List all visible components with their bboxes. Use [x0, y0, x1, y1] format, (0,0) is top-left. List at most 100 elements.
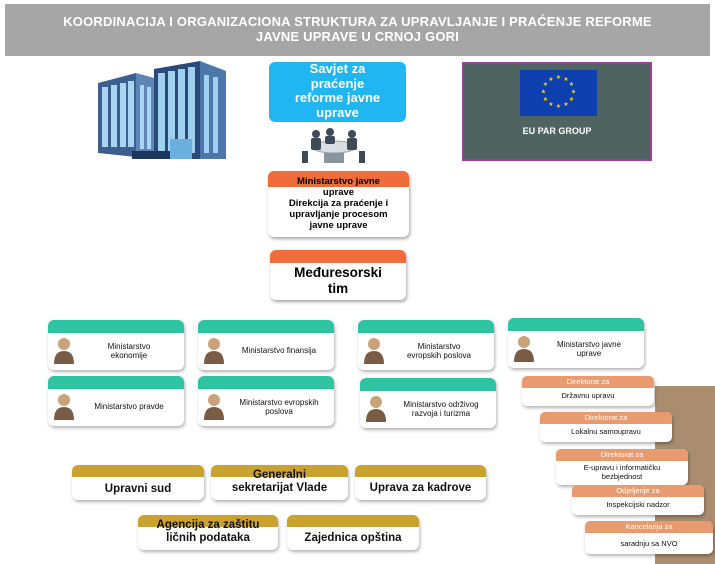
svg-text:★: ★ [569, 96, 574, 103]
sub-unit-lokalna-samouprava: Direktorat za Lokalnu samoupravu [540, 412, 672, 442]
ministarstvo-line-1: Ministarstvo javne [297, 176, 380, 187]
agencija-box: Agencija za zaštitu ličnih podataka [138, 515, 278, 550]
sub-unit-label-l1: E-upravu i informatičku [583, 463, 661, 472]
sub-unit-inspekcijski-nadzor: Odjeljenje za Inspekcijski nadzor [572, 485, 704, 515]
eu-flag-icon: ★ ★ ★ ★ ★ ★ ★ ★ ★ ★ ★ ★ [520, 70, 597, 116]
ministry-card-finansija: Ministarstvo finansija [198, 320, 334, 370]
sub-unit-header: Direktorat za [540, 412, 672, 424]
zajednica-opstina-box: Zajednica opština [287, 515, 419, 550]
ministarstvo-direkcija-text: Ministarstvo javne uprave Direkcija za p… [268, 176, 409, 231]
ministry-label-l1: Ministarstvo [107, 341, 151, 351]
agencija-label: Agencija za zaštitu ličnih podataka [138, 519, 278, 545]
svg-text:★: ★ [543, 96, 548, 103]
gold-header [355, 465, 486, 477]
ministarstvo-line-2: uprave [322, 187, 355, 198]
card-header [360, 378, 496, 391]
savjet-line-1: Savjet za [309, 62, 366, 76]
svg-text:★: ★ [543, 81, 548, 88]
upravni-sud-label: Upravni sud [104, 483, 172, 495]
svg-text:★: ★ [556, 103, 561, 110]
ministry-label-l2: razvoja i turizma [411, 409, 471, 418]
orange-header [268, 171, 409, 187]
ministry-label-l1: Ministarstvo evropskih [239, 397, 319, 407]
ministry-label-l2: poslova [265, 407, 293, 416]
sub-unit-label-l2: bezbjednost [601, 472, 643, 481]
person-icon [366, 396, 386, 422]
svg-text:★: ★ [548, 76, 553, 83]
sub-unit-label: Inspekcijski nadzor [572, 497, 704, 509]
sub-unit-header: Kancelarija za [585, 521, 713, 533]
person-icon [54, 394, 74, 420]
savjet-line-2: praćenje [310, 75, 365, 91]
medjuresorski-tim-box: Međuresorski tim [270, 250, 406, 300]
meeting-icon [302, 128, 365, 163]
svg-text:★: ★ [548, 101, 553, 108]
ministarstvo-line-4: upravljanje procesom [289, 209, 388, 220]
person-icon [54, 338, 74, 364]
savjet-line-4: uprave [316, 104, 359, 120]
person-icon [204, 394, 224, 420]
ministry-label-l2: ekonomije [110, 351, 148, 360]
ministry-label-l2: uprave [576, 349, 602, 358]
person-icon [364, 338, 384, 364]
svg-text:★: ★ [541, 89, 546, 96]
medjuresorski-line-2: tim [327, 281, 349, 296]
uprava-za-kadrove-box: Uprava za kadrove [355, 465, 486, 500]
savjet-line-3: reforme javne [294, 90, 381, 105]
ministry-label-l1: Ministarstvo finansija [241, 346, 317, 356]
ministarstvo-direkcija-box: Ministarstvo javne uprave Direkcija za p… [268, 171, 409, 237]
sub-unit-label-l1: Državnu upravu [561, 391, 615, 400]
ministry-label-l1: Ministarstvo [417, 341, 461, 351]
medjuresorski-text: Međuresorski tim [270, 265, 406, 297]
sub-unit-drzavna-uprava: Direktorat za Državnu upravu [522, 376, 654, 406]
gold-header [72, 465, 204, 477]
eu-par-group-box: ★ ★ ★ ★ ★ ★ ★ ★ ★ ★ ★ ★ EU PAR GROUP [462, 62, 652, 161]
svg-text:★: ★ [571, 89, 576, 96]
generalni-sekretarijat-box: Generalni sekretarijat Vlade [211, 465, 348, 500]
ministry-label: Ministarstvo finansija [228, 335, 330, 367]
agencija-line-2: ličnih podataka [166, 532, 250, 544]
card-header [198, 320, 334, 333]
card-header [358, 320, 494, 333]
svg-text:★: ★ [556, 74, 561, 81]
ministry-label-l1: Ministarstvo održivog [403, 399, 479, 409]
generalni-line-1: Generalni [252, 469, 307, 481]
sub-unit-label-l1: Inspekcijski nadzor [606, 500, 670, 509]
sub-unit-label: saradnju sa NVO [585, 533, 713, 548]
orange-header [270, 250, 406, 263]
ministry-label-l2: evropskih poslova [406, 351, 472, 360]
card-header [508, 318, 644, 331]
uprava-za-kadrove-label: Uprava za kadrove [369, 482, 472, 494]
sub-unit-header: Direktorat za [556, 449, 688, 461]
ministry-label-l1: Ministarstvo pravde [94, 402, 164, 412]
title-line-2: JAVNE UPRAVE U CRNOJ GORI [255, 29, 460, 44]
building-image [88, 61, 235, 161]
page-title: KOORDINACIJA I ORGANIZACIONA STRUKTURA Z… [5, 4, 710, 56]
sub-unit-header: Direktorat za [522, 376, 654, 388]
medjuresorski-line-1: Međuresorski [294, 265, 382, 280]
zajednica-opstina-label: Zajednica opština [304, 532, 402, 544]
gold-header [211, 465, 348, 477]
ministry-label: Ministarstvo pravde [78, 391, 180, 423]
ministarstvo-line-5: javne uprave [309, 220, 368, 231]
sub-unit-label: Državnu upravu [522, 388, 654, 400]
card-header [198, 376, 334, 389]
svg-text:★: ★ [569, 81, 574, 88]
eu-par-group-label: EU PAR GROUP [522, 126, 592, 136]
agencija-line-1: Agencija za zaštitu [156, 519, 260, 531]
gold-header [287, 515, 419, 527]
sub-unit-saradnja-nvo: Kancelarija za saradnju sa NVO [585, 521, 713, 554]
savjet-box: Savjet za praćenje reforme javne uprave [269, 62, 406, 122]
sub-unit-label: Lokalnu samoupravu [540, 424, 672, 436]
gold-header [138, 515, 278, 527]
